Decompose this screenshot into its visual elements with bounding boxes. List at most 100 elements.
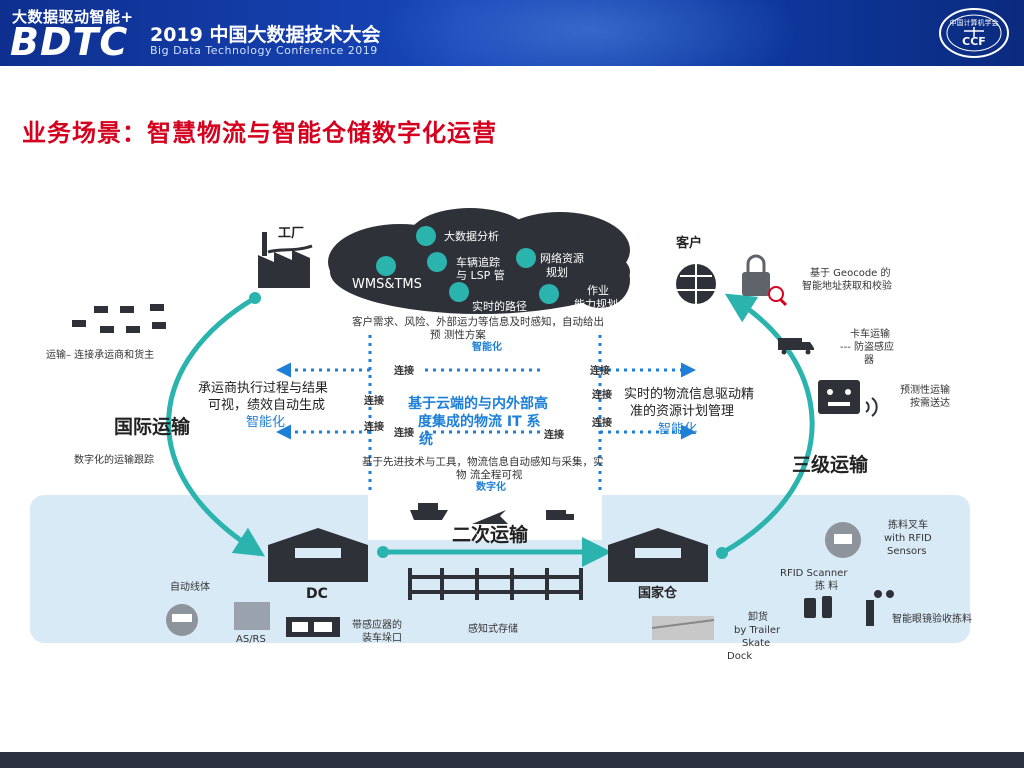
intl-transport-label: 国际运输 <box>114 416 191 438</box>
rfid-scanner-icon <box>804 596 832 618</box>
unload-line3: Skate <box>742 638 771 649</box>
conference-title: 2019 中国大数据技术大会 <box>150 24 381 46</box>
national-warehouse-label: 国家仓 <box>638 586 678 601</box>
dock-sensor-icon <box>286 617 340 637</box>
auto-line-label: 自动线体 <box>170 582 210 593</box>
cloud-icons <box>376 226 559 304</box>
truck-line1: 卡车运输 <box>850 329 890 340</box>
core-line1: 基于云端的与内外部高 <box>408 396 548 412</box>
dock-sensor-line2: 装车垛口 <box>362 633 402 644</box>
bottom-tag: 数字化 <box>476 482 506 493</box>
smart-glasses-label: 智能眼镜验收拣料 <box>892 614 972 625</box>
gear-icon <box>539 284 559 304</box>
plane-icon <box>472 510 508 524</box>
connect-label-8: 连接 <box>592 418 612 429</box>
tracking-icon <box>427 252 447 272</box>
ccf-logo: 中国计算机学会 CCF <box>939 8 1009 58</box>
ccf-abbr: CCF <box>962 35 986 48</box>
network-icon <box>516 248 536 268</box>
conference-subtitle: Big Data Technology Conference 2019 <box>150 44 378 57</box>
forklift-line3: Sensors <box>887 546 927 557</box>
connect-label-3: 连接 <box>364 396 384 407</box>
rfid-line1: RFID Scanner <box>780 568 848 579</box>
header-tagline: 大数据驱动智能+ <box>12 8 134 26</box>
digital-tracking-label: 数字化的运输跟踪 <box>74 455 154 466</box>
rfid-line2: 拣 料 <box>815 581 839 592</box>
customer-label: 客户 <box>676 236 703 251</box>
left-trucks-icon <box>72 304 166 333</box>
robot-icon <box>818 380 878 417</box>
cloud-tracking-line1: 车辆追踪 <box>456 256 500 269</box>
small-truck-icon <box>546 510 574 520</box>
cloud-caption-tag: 智能化 <box>472 342 502 353</box>
connect-label-1: 连接 <box>394 366 414 377</box>
unload-line4: Dock <box>727 651 753 662</box>
cloud-work-line2: 能力规划 <box>574 298 618 311</box>
resource-tag: 智能化 <box>658 422 698 437</box>
process-line1: 承运商执行过程与结果 <box>198 381 329 396</box>
cloud-realtime-label: 实时的路径 <box>472 300 527 313</box>
forklift-icon <box>825 522 861 558</box>
process-line2: 可视，绩效自动生成 <box>208 398 326 413</box>
right-truck-icon <box>778 338 814 355</box>
footer-bar <box>0 752 1024 768</box>
ship-icon <box>410 503 448 520</box>
cloud-wms-label: WMS&TMS <box>352 277 422 292</box>
process-tag: 智能化 <box>246 415 286 430</box>
resource-line1: 实时的物流信息驱动精 <box>624 387 755 402</box>
asrs-icon <box>234 602 270 630</box>
storage-label: 感知式存储 <box>468 624 518 635</box>
geocode-line2: 智能地址获取和校验 <box>802 281 892 292</box>
wms-icon <box>376 256 396 276</box>
page-title: 业务场景：智慧物流与智能仓储数字化运营 <box>22 119 497 147</box>
connect-label-6: 连接 <box>394 428 414 439</box>
route-icon <box>449 282 469 302</box>
predictive-line2: 按需送达 <box>910 398 950 409</box>
bigdata-icon <box>416 226 436 246</box>
dc-building <box>268 528 368 582</box>
lock-search-icon <box>742 254 788 307</box>
bdtc-logo: BDTC <box>10 20 129 64</box>
cloud-caption-line2: 预 测性方案 <box>430 329 486 341</box>
national-building <box>608 528 708 582</box>
forklift-line1: 拣料叉车 <box>888 520 928 531</box>
trucks-caption: 运输– 连接承运商和货主 <box>46 350 155 361</box>
bottom-line1: 基于先进技术与工具，物流信息自动感知与采集，实 <box>362 456 604 468</box>
connect-label-5: 连接 <box>364 422 384 433</box>
secondary-transport-label: 二次运输 <box>452 524 529 546</box>
connect-label-2: 连接 <box>590 366 610 377</box>
intl-transport-arrow <box>166 295 266 557</box>
core-line3: 统 <box>419 432 433 448</box>
auto-line-icon <box>166 604 198 636</box>
resource-line2: 准的资源计划管理 <box>630 404 735 419</box>
geocode-line1: 基于 Geocode 的 <box>810 268 891 279</box>
header-banner <box>0 0 1024 66</box>
core-line2: 度集成的物流 IT 系 <box>418 414 541 430</box>
cloud-bigdata-label: 大数据分析 <box>444 230 499 243</box>
cloud-network-line2: 规划 <box>546 266 568 279</box>
cloud-tracking-line2: 与 LSP 管 <box>456 269 505 282</box>
truck-line3: 器 <box>864 355 874 366</box>
cloud-network-line1: 网络资源 <box>540 252 584 265</box>
factory-label: 工厂 <box>278 226 305 241</box>
cloud-caption-line1: 客户需求、风险、外部运力等信息及时感知，自动给出 <box>352 316 604 328</box>
forklift-line2: with RFID <box>884 533 932 544</box>
dc-label: DC <box>306 586 328 602</box>
third-transport-label: 三级运输 <box>792 454 869 476</box>
smart-glasses-icon <box>866 590 894 626</box>
factory-icon <box>258 232 313 288</box>
connect-label-7: 连接 <box>544 430 564 441</box>
cloud-work-line1: 作业 <box>587 284 609 297</box>
truck-line2: --- 防盗感应 <box>840 342 895 353</box>
trailer-dock-icon <box>651 616 715 640</box>
bottom-line2: 物 流全程可视 <box>456 469 523 481</box>
customer-globe-icon <box>676 264 716 304</box>
asrs-label: AS/RS <box>236 634 266 645</box>
third-transport-arrow <box>720 293 815 556</box>
ccf-logo-text: 中国计算机学会 <box>950 18 999 27</box>
predictive-line1: 预测性运输 <box>900 385 950 396</box>
storage-racks <box>408 568 583 600</box>
connect-label-4: 连接 <box>592 390 612 401</box>
unload-line1: 卸货 <box>748 612 768 623</box>
